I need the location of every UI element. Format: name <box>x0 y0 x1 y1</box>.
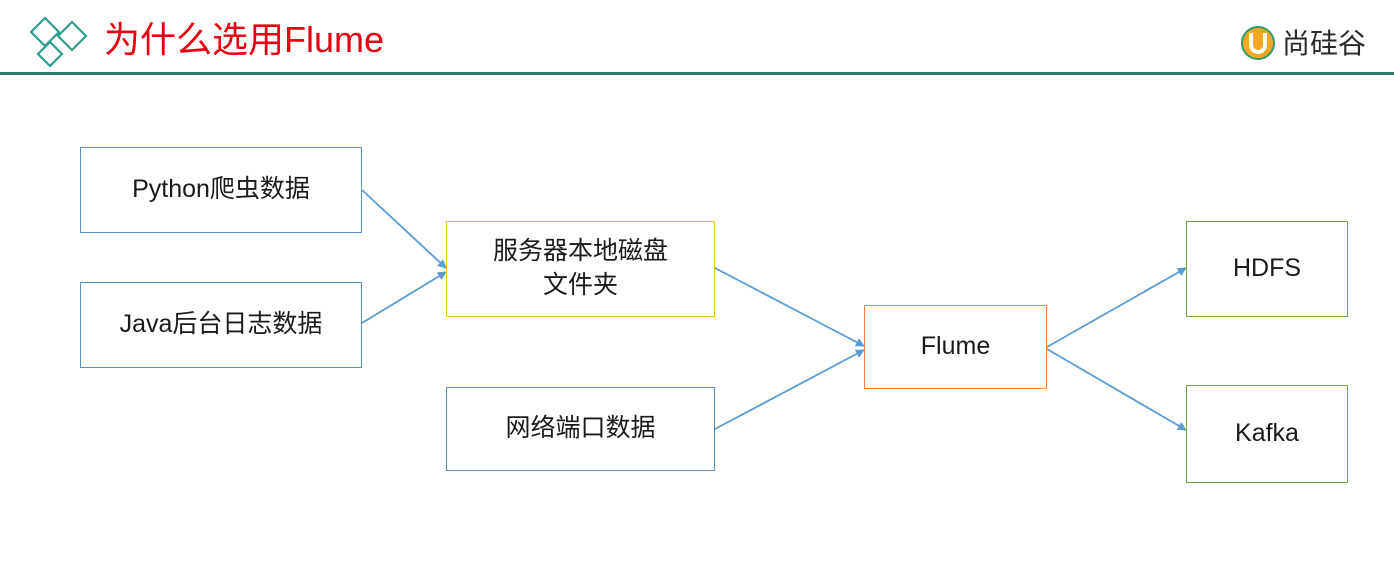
node-server-disk-folder: 服务器本地磁盘 文件夹 <box>446 221 715 317</box>
node-network-port-data: 网络端口数据 <box>446 387 715 471</box>
node-java-log-data: Java后台日志数据 <box>80 282 362 368</box>
brand-logo: 尚硅谷 <box>1240 22 1366 62</box>
node-python-crawler-data: Python爬虫数据 <box>80 147 362 233</box>
arrow-flume-to-hdfs <box>1046 267 1187 348</box>
arrow-disk-to-flume <box>714 267 865 347</box>
node-flume: Flume <box>864 305 1047 389</box>
node-kafka: Kafka <box>1186 385 1348 483</box>
node-hdfs: HDFS <box>1186 221 1348 317</box>
arrow-port-to-flume <box>714 349 865 430</box>
arrow-java-to-disk <box>361 271 447 324</box>
header-divider <box>0 72 1394 75</box>
arrow-python-to-disk <box>361 189 447 269</box>
arrow-flume-to-kafka <box>1046 348 1187 431</box>
brand-u-icon <box>1240 26 1275 60</box>
page-title: 为什么选用Flume <box>104 19 385 60</box>
brand-name: 尚硅谷 <box>1281 27 1366 60</box>
diamond-logo-icon <box>29 16 88 68</box>
